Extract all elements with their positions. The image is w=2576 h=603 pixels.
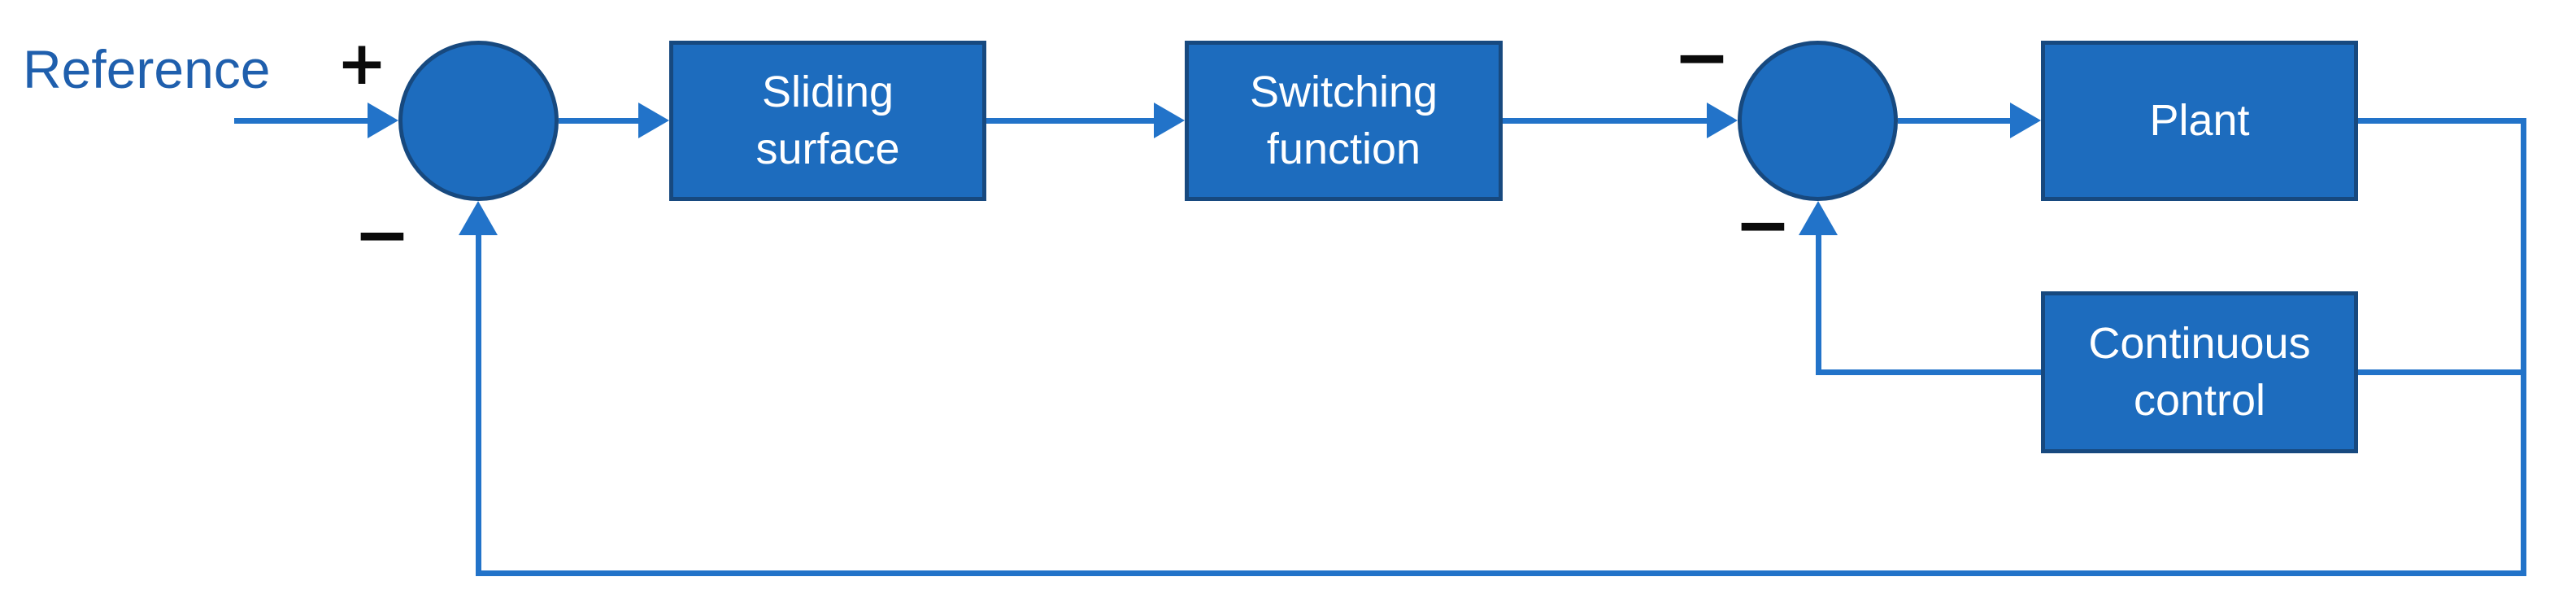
sum1-minus-sign: − xyxy=(353,194,411,274)
reference-label: Reference xyxy=(23,39,271,99)
plant-output-line xyxy=(2358,118,2526,124)
continuous-to-riser-line xyxy=(1816,369,2041,375)
plant-label: Plant xyxy=(2149,95,2250,145)
reference-arrowhead-icon xyxy=(368,103,398,138)
plant-block: Plant xyxy=(2041,41,2358,201)
continuous-control-block: Continuous control xyxy=(2041,291,2358,453)
sum1-feedback-riser xyxy=(476,235,481,576)
continuous-control-label: Continuous control xyxy=(2088,319,2311,425)
rail-to-continuous-line xyxy=(2358,369,2526,375)
sum2-top-minus-sign: − xyxy=(1673,17,1731,97)
reference-arrow-line xyxy=(234,118,369,124)
switching-to-sum2-line xyxy=(1503,118,1708,124)
sum2-feedback-arrowhead-icon xyxy=(1799,201,1838,235)
sum1-to-sliding-line xyxy=(559,118,640,124)
sum2-feedback-riser xyxy=(1816,234,1821,375)
bottom-feedback-rail xyxy=(476,570,2526,576)
sliding-to-switching-line xyxy=(986,118,1155,124)
sum2-bottom-minus-sign: − xyxy=(1734,185,1792,264)
summing-junction-1 xyxy=(398,41,559,201)
right-feedback-rail xyxy=(2521,118,2526,576)
sum1-plus-sign: + xyxy=(336,28,387,98)
sliding-surface-block: Sliding surface xyxy=(669,41,986,201)
sliding-to-switching-arrowhead-icon xyxy=(1154,103,1185,138)
switching-function-block: Switching function xyxy=(1185,41,1503,201)
summing-junction-2 xyxy=(1738,41,1898,201)
switching-to-sum2-arrowhead-icon xyxy=(1707,103,1738,138)
sum1-to-sliding-arrowhead-icon xyxy=(638,103,669,138)
sum2-to-plant-line xyxy=(1898,118,2012,124)
sliding-surface-label: Sliding surface xyxy=(755,68,900,173)
switching-function-label: Switching function xyxy=(1249,68,1438,173)
sum1-feedback-arrowhead-icon xyxy=(459,201,498,235)
sum2-to-plant-arrowhead-icon xyxy=(2010,103,2041,138)
